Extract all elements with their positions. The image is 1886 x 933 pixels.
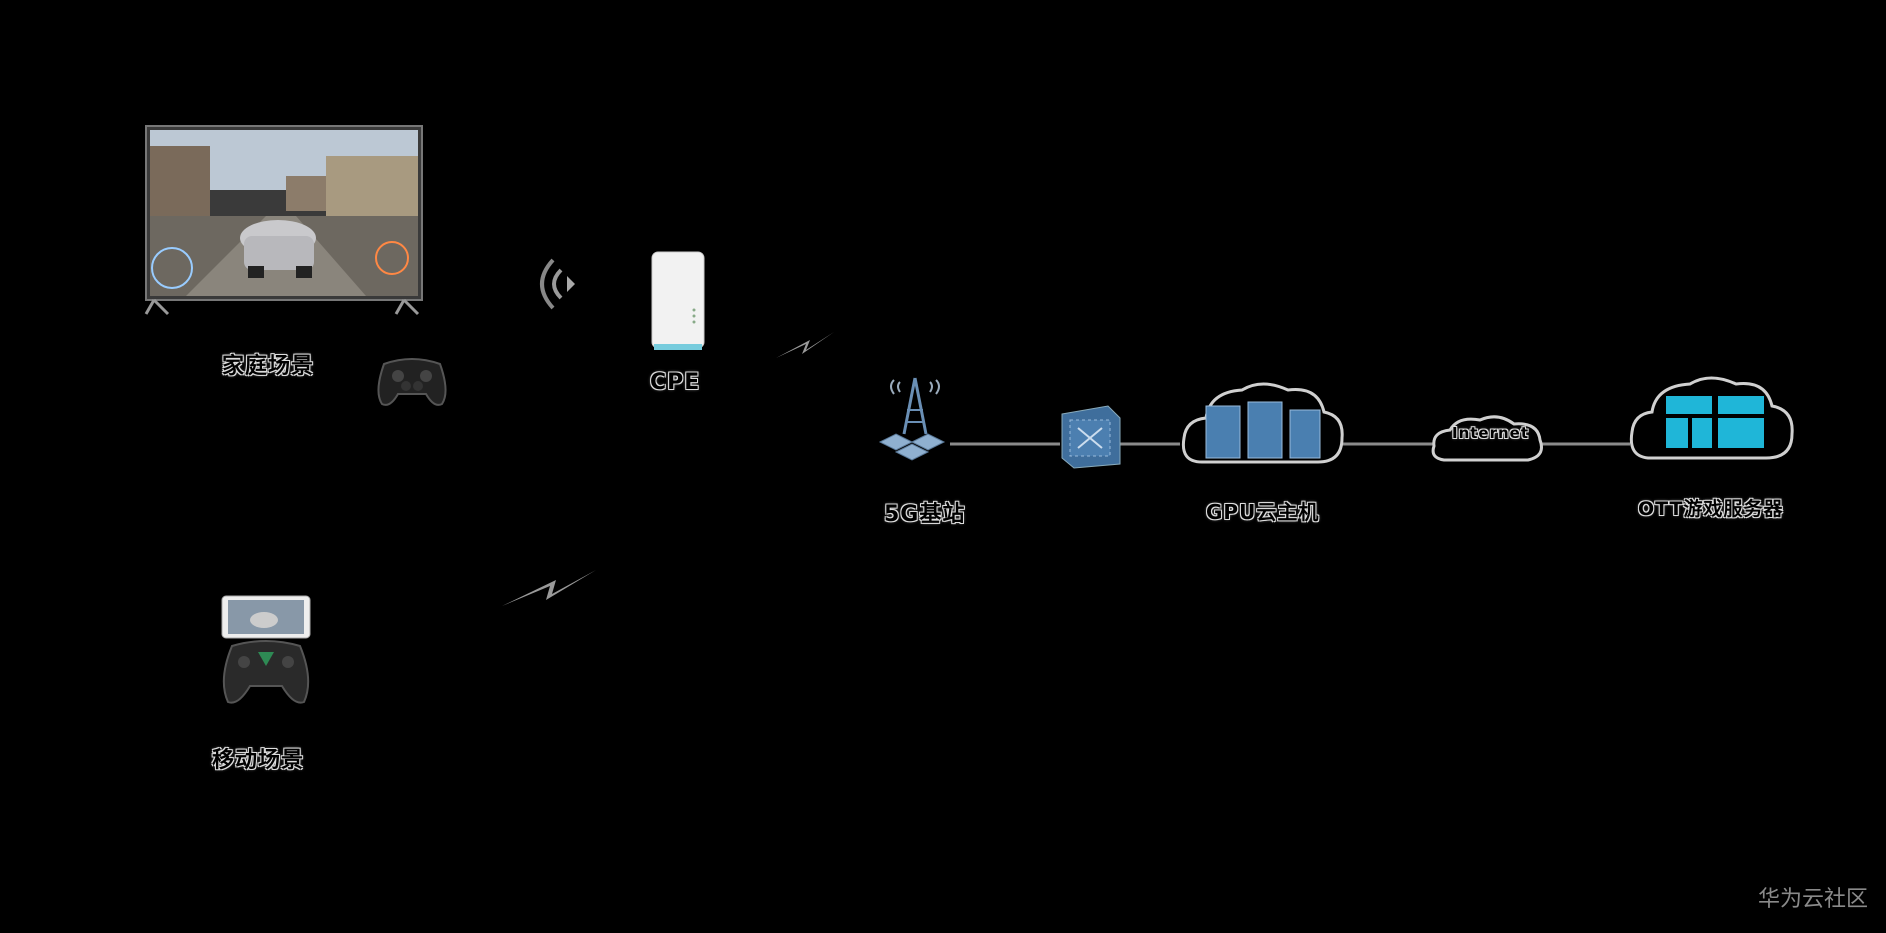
gamepad-icon [377, 358, 447, 406]
gpu-cloud-icon [1181, 382, 1344, 464]
home-scene-label: 家庭场景 [222, 354, 315, 379]
base-station-tower-icon [878, 377, 946, 461]
lightning-link-icon [502, 570, 596, 606]
cpe-device-icon [651, 251, 705, 350]
wifi-signal-icon [540, 258, 575, 310]
lightning-link-icon [776, 332, 834, 358]
internet-label: Internet [1452, 424, 1530, 442]
ott-server-label: OTT游戏服务器 [1638, 498, 1784, 520]
cpe-label: CPE [650, 370, 701, 395]
mobile-scene-label: 移动场景 [212, 748, 305, 773]
tv-icon [144, 125, 423, 316]
internet-cloud-icon [1431, 415, 1543, 462]
watermark: 华为云社区 [1757, 887, 1868, 912]
mobile-gamepad-icon [221, 595, 311, 704]
ott-server-cloud-icon [1629, 376, 1794, 460]
switch-icon [1061, 405, 1121, 469]
backbone-links [950, 442, 1630, 446]
base-station-label: 5G基站 [884, 502, 966, 527]
gpu-cloud-label: GPU云主机 [1206, 500, 1320, 524]
tv-device [144, 125, 423, 318]
